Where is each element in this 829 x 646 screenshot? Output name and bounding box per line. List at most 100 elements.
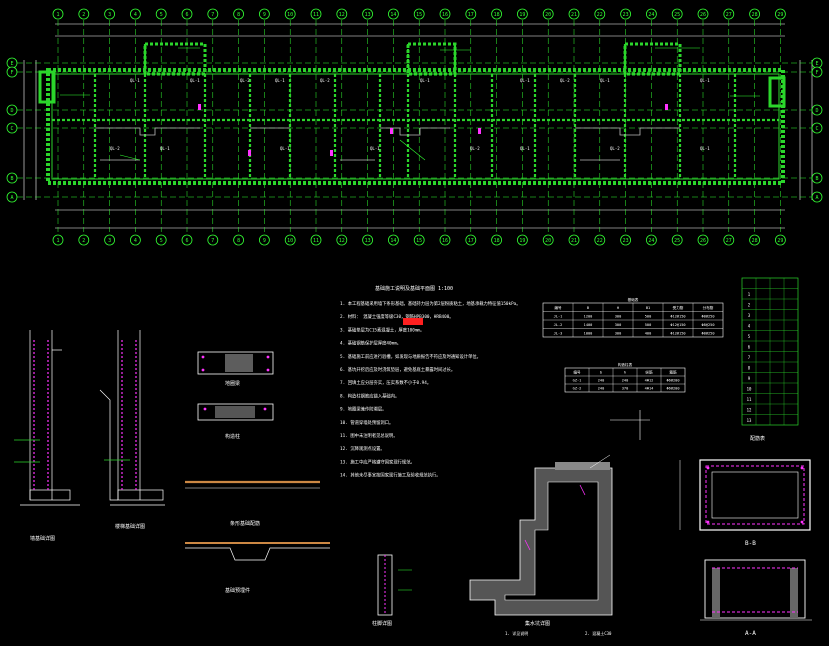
axis-label: 11 — [313, 238, 319, 244]
table-b-cell: Φ6@200 — [667, 387, 680, 391]
axis-label: E — [10, 61, 13, 67]
table-a-header: 受力筋 — [673, 305, 684, 310]
note-line: 4. 基础钢筋保护层厚度40mm。 — [340, 340, 401, 347]
side-axis-C-l: C — [6, 122, 18, 134]
table-a-cell: Φ8@250 — [702, 314, 715, 318]
top-axis-28: 28 — [749, 8, 760, 20]
bottom-axis-27: 27 — [723, 234, 735, 246]
level-row-label: 12 — [747, 407, 752, 412]
note-line: 10. 管道穿墙处预留洞口。 — [340, 419, 393, 426]
top-axis-4: 4 — [129, 8, 141, 20]
beam-2-caption: 构造柱 — [225, 433, 240, 440]
note-line: 3. 基础垫层为C15素混凝土，厚度100mm。 — [340, 326, 424, 333]
note-line: 11. 图中未注明者见总说明。 — [340, 432, 398, 439]
axis-label: 21 — [571, 238, 577, 244]
top-axis-27: 27 — [723, 8, 735, 20]
bottom-axis-20: 20 — [542, 234, 554, 246]
axis-label: 16 — [442, 238, 448, 244]
room-tag: QL-2 — [560, 78, 570, 83]
bottom-axis-4: 4 — [129, 234, 141, 246]
axis-label: 28 — [752, 238, 758, 244]
axis-label: 25 — [674, 238, 680, 244]
bottom-axis-6: 6 — [181, 234, 193, 246]
axis-label: 24 — [648, 12, 654, 18]
axis-label: 4 — [134, 238, 137, 244]
table-a-title: 基础表 — [628, 297, 639, 302]
top-axis-8: 8 — [233, 8, 245, 20]
axis-label: 25 — [674, 12, 680, 18]
axis-label: 20 — [545, 12, 551, 18]
axis-label: 4 — [134, 12, 137, 18]
axis-label: 9 — [263, 238, 266, 244]
axis-label: 21 — [571, 12, 577, 18]
axis-label: 8 — [237, 238, 240, 244]
table-c-title: 配筋表 — [750, 435, 765, 442]
bottom-axis-21: 21 — [568, 234, 580, 246]
axis-label: 12 — [339, 238, 345, 244]
bottom-axis-29: 29 — [775, 234, 786, 246]
bottom-axis-17: 17 — [465, 234, 477, 246]
axis-label: 22 — [597, 238, 603, 244]
top-axis-5: 5 — [155, 8, 167, 20]
axis-label: 12 — [339, 12, 345, 18]
table-b-cell: GZ-1 — [573, 379, 582, 383]
table-b-title: 构造柱表 — [618, 362, 633, 367]
axis-label: 5 — [160, 12, 163, 18]
top-axis-23: 23 — [620, 8, 631, 20]
general-notes: 基础施工说明及基础平面图 1:100 1. 本工程基础采用墙下条形基础，基础持力… — [340, 285, 521, 479]
table-a-cell: 400 — [645, 331, 652, 335]
level-row-label: 10 — [747, 386, 752, 391]
table-a-header: H — [617, 306, 619, 310]
notes-title: 基础施工说明及基础平面图 1:100 — [375, 285, 453, 292]
bottom-axis-10: 10 — [284, 234, 296, 246]
bottom-axis-3: 3 — [104, 234, 115, 246]
bottom-axis-11: 11 — [310, 234, 322, 246]
top-axis-1: 1 — [52, 8, 64, 20]
side-axis-B-l: B — [6, 172, 18, 184]
axis-label: F — [815, 70, 818, 76]
axis-label: 1 — [56, 238, 59, 244]
axis-label: F — [10, 70, 13, 76]
bottom-axis-28: 28 — [749, 234, 760, 246]
axis-label: 15 — [416, 238, 422, 244]
axis-label: 1 — [56, 12, 59, 18]
room-tag: QL-2 — [320, 78, 330, 83]
highlight-marker — [403, 318, 423, 325]
note-line: 6. 基坑开挖后应及时浇筑垫层，避免基底土暴露时间过长。 — [340, 366, 455, 373]
axis-label: 17 — [468, 238, 474, 244]
bottom-axis-5: 5 — [155, 234, 167, 246]
level-row-label: 1 — [748, 292, 751, 297]
axis-label: 19 — [519, 12, 525, 18]
level-row-label: 8 — [748, 365, 751, 370]
table-b-cell: 4Φ14 — [645, 387, 654, 391]
bottom-axis-2: 2 — [78, 234, 90, 246]
axis-label: 13 — [365, 12, 371, 18]
table-b-cell: Φ6@200 — [667, 379, 680, 383]
bottom-axis-13: 13 — [362, 234, 374, 246]
bottom-axis-12: 12 — [336, 234, 348, 246]
bottom-axis-26: 26 — [697, 234, 709, 246]
axis-label: 6 — [185, 238, 188, 244]
table-a-header: 分布筋 — [703, 305, 714, 310]
room-tag: QL-1 — [160, 146, 170, 151]
note-line: 12. 沉降观测点设置。 — [340, 445, 385, 452]
bottom-axis-1: 1 — [52, 234, 64, 246]
bottom-axis-18: 18 — [491, 234, 503, 246]
level-row-label: 3 — [748, 313, 751, 318]
pit-note-2: 2. 混凝土C30 — [585, 630, 612, 636]
top-axis-12: 12 — [336, 8, 348, 20]
side-axis-E-l: E — [6, 57, 18, 69]
table-a-header: B — [587, 306, 589, 310]
beam-details: 地圈梁 构造柱 条形基础配筋 基础预埋件 — [185, 351, 330, 594]
axis-label: 9 — [263, 12, 266, 18]
axis-label: 7 — [211, 12, 214, 18]
wall-section-1-caption: 墙基础详图 — [30, 535, 55, 542]
top-axis-15: 15 — [413, 8, 425, 20]
axis-label: E — [815, 61, 818, 67]
axis-label: 26 — [700, 12, 706, 18]
top-axis-24: 24 — [646, 8, 657, 20]
note-line: 1. 本工程基础采用墙下条形基础，基础持力层为第2层粉质粘土，地基承载力特征值1… — [340, 300, 521, 307]
level-row-label: 2 — [748, 302, 751, 307]
axis-label: 18 — [494, 12, 500, 18]
